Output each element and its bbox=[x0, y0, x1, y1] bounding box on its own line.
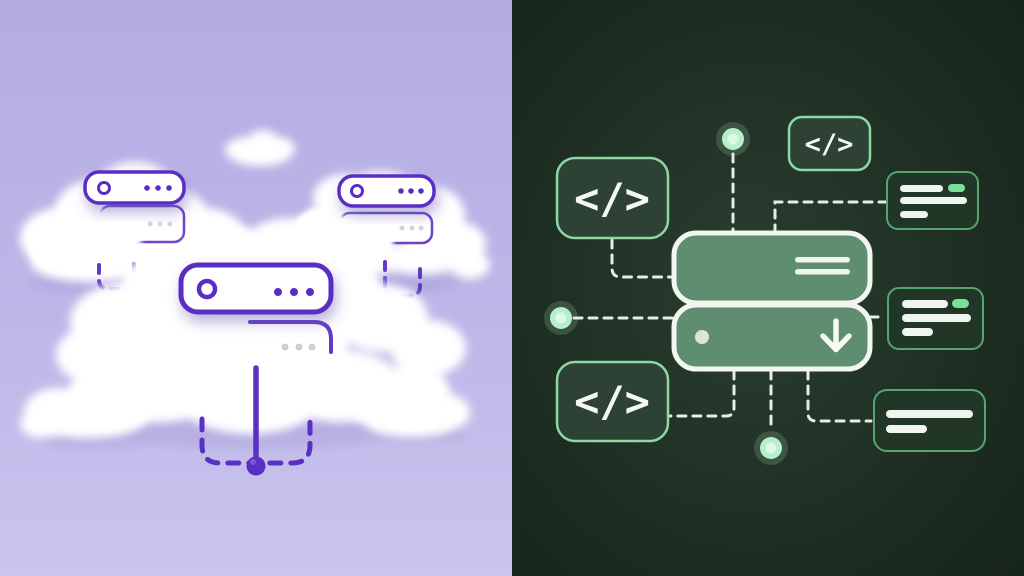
code-block-bottom-left: </> bbox=[555, 360, 670, 443]
connector-top-left bbox=[610, 238, 674, 279]
code-block-top-left: </> bbox=[555, 156, 670, 240]
status-dot bbox=[695, 330, 709, 344]
glow-node-left bbox=[544, 301, 578, 335]
server-rack-left bbox=[83, 170, 186, 205]
glow-node-bottom bbox=[754, 431, 788, 465]
rack-power-ring bbox=[350, 184, 364, 198]
cloud-small-top bbox=[225, 130, 295, 166]
glow-node-top bbox=[716, 122, 750, 156]
status-pill bbox=[948, 184, 965, 192]
rack-indicator-dots bbox=[398, 188, 424, 194]
data-card-middle bbox=[887, 287, 984, 350]
connector-bottom-card bbox=[806, 369, 873, 423]
cloud-puff-cover-left bbox=[30, 209, 143, 272]
code-icon: </> bbox=[574, 377, 650, 426]
connector-top-card bbox=[773, 200, 889, 233]
server-rack-center bbox=[178, 262, 334, 315]
rack-power-ring bbox=[97, 181, 111, 195]
code-icon: </> bbox=[574, 174, 650, 223]
data-card-top bbox=[886, 171, 979, 230]
pipeline-connectors bbox=[572, 152, 889, 432]
network-node-ball bbox=[246, 456, 266, 476]
status-pill bbox=[952, 299, 969, 308]
connector-bottom-left bbox=[668, 369, 736, 418]
cloud-bottom-left bbox=[20, 380, 150, 438]
rack-indicator-dots bbox=[144, 185, 172, 191]
code-panel: </> </> </> bbox=[512, 0, 1024, 576]
code-block-top-right: </> bbox=[787, 115, 872, 172]
server-row-top bbox=[671, 230, 873, 306]
code-icon: </> bbox=[805, 129, 854, 160]
cloud-bottom-right bbox=[352, 376, 470, 437]
data-card-bottom bbox=[873, 389, 986, 452]
rack-power-ring bbox=[196, 278, 218, 300]
cloud-puff-cover-center bbox=[128, 296, 240, 378]
download-arrow-icon bbox=[820, 318, 852, 353]
equals-lines-icon bbox=[795, 257, 850, 275]
server-rack-right bbox=[337, 174, 436, 208]
server-row-bottom bbox=[671, 302, 873, 372]
cloud-panel bbox=[0, 0, 512, 576]
rack-indicator-dots bbox=[274, 288, 314, 296]
server-stack bbox=[671, 230, 873, 372]
